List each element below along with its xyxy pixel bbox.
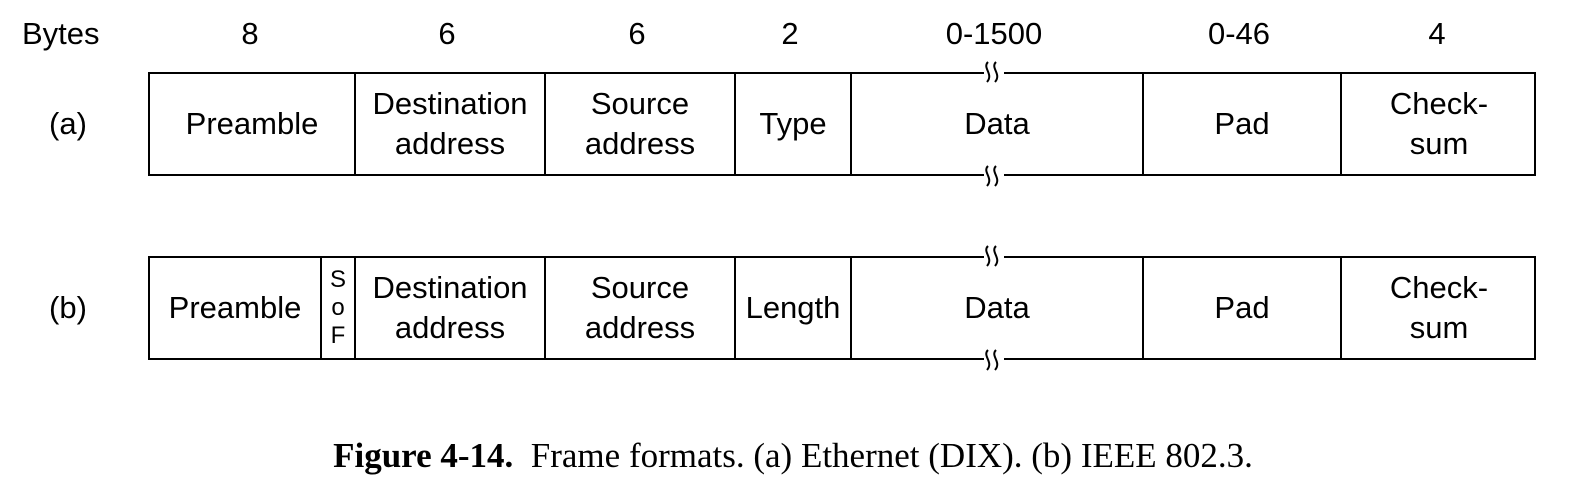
field-length-label: Length [745,290,841,325]
frame-a-ethernet-dix: Preamble Destination address Source addr… [148,72,1536,176]
sof-letter-s: S [329,266,346,293]
field-pad-label: Pad [1214,290,1270,325]
field-checksum: Check- sum [1340,74,1536,174]
field-data: Data [850,258,1142,358]
field-type-label: Type [759,106,827,141]
field-checksum-label-1: Check- [1389,270,1489,305]
break-mark-a-top [984,61,1004,83]
bytes-pad: 0-46 [1207,16,1271,51]
field-destination-label-2: address [394,310,506,345]
field-destination-address: Destination address [354,258,544,358]
field-checksum-label-1: Check- [1389,86,1489,121]
field-destination-label-1: Destination [372,270,528,305]
field-data-label: Data [964,106,1030,141]
field-source-label-2: address [584,310,696,345]
field-source-label-1: Source [590,86,690,121]
bytes-header-title: Bytes [22,16,100,51]
field-checksum-label-2: sum [1409,126,1469,161]
frame-b-ieee-802-3: Preamble S o F Destination address Sourc… [148,256,1536,360]
bytes-source: 6 [628,16,646,51]
bytes-data: 0-1500 [945,16,1043,51]
bytes-checksum: 4 [1428,16,1446,51]
bytes-preamble: 8 [241,16,259,51]
sof-letter-f: F [330,322,346,349]
figure-number: Figure 4-14. [333,436,514,475]
field-checksum-label-2: sum [1409,310,1469,345]
field-destination-address: Destination address [354,74,544,174]
break-mark-b-bottom [984,349,1004,371]
field-data: Data [850,74,1142,174]
break-mark-b-top [984,245,1004,267]
field-source-address: Source address [544,74,734,174]
field-type: Type [734,74,850,174]
sof-letter-o: o [331,294,345,321]
field-source-address: Source address [544,258,734,358]
frame-a-label: (a) [49,106,87,141]
field-pad-label: Pad [1214,106,1270,141]
field-data-label: Data [964,290,1030,325]
field-preamble: Preamble [150,74,354,174]
field-source-label-1: Source [590,270,690,305]
field-preamble-label: Preamble [185,106,319,141]
field-pad: Pad [1142,258,1340,358]
field-destination-label-2: address [394,126,506,161]
field-start-of-frame: S o F [320,258,354,358]
field-destination-label-1: Destination [372,86,528,121]
field-length: Length [734,258,850,358]
bytes-destination: 6 [438,16,456,51]
bytes-type: 2 [781,16,799,51]
field-preamble-label: Preamble [168,290,302,325]
field-source-label-2: address [584,126,696,161]
frame-b-label: (b) [49,290,87,325]
field-pad: Pad [1142,74,1340,174]
figure-caption: Figure 4-14. Frame formats. (a) Ethernet… [0,436,1586,476]
break-mark-a-bottom [984,165,1004,187]
field-checksum: Check- sum [1340,258,1536,358]
field-preamble: Preamble [150,258,320,358]
figure-caption-text: Frame formats. (a) Ethernet (DIX). (b) I… [530,436,1253,475]
